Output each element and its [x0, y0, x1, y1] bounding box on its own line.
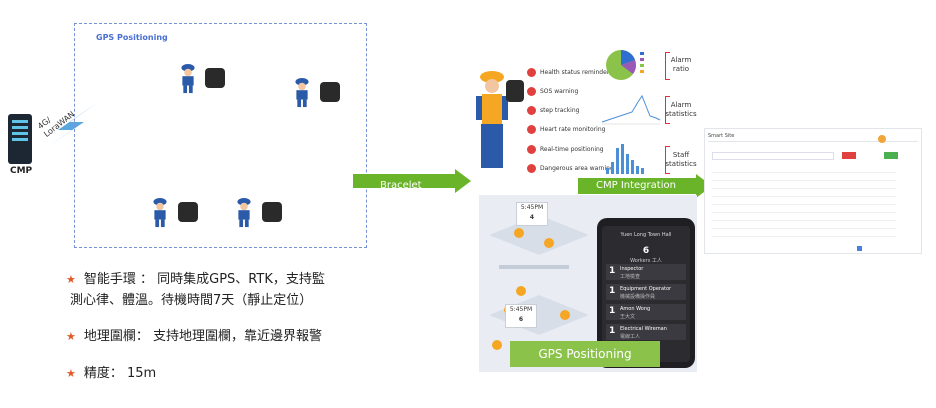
- star-icon: ★: [66, 367, 76, 380]
- worker-icon: [295, 78, 309, 108]
- dashboard-button: [842, 152, 856, 159]
- dashboard-title: Smart Site: [708, 133, 735, 139]
- phone-list-item: 1 Amon Wong 王大文: [606, 304, 686, 320]
- arrow-label: CMP Integration: [596, 180, 676, 191]
- bullet-geofence: ★地理圍欄： 支持地理圍欄，靠近邊界報警: [66, 329, 323, 344]
- star-icon: ★: [66, 273, 76, 286]
- step-icon: [527, 106, 536, 115]
- phone-list-item: 1 Inspector 工地檢查: [606, 264, 686, 280]
- feature-item: SOS warning: [527, 87, 578, 96]
- cmp-dashboard-screenshot: [704, 128, 922, 254]
- smart-watch-icon: [506, 80, 524, 102]
- feature-item: Heart rate monitoring: [527, 125, 605, 134]
- worker-with-bracelet-illustration: [476, 71, 508, 168]
- dashboard-search-input: [712, 152, 834, 160]
- cmp-integration-arrow: [578, 178, 696, 194]
- smart-watch-icon: [205, 68, 225, 88]
- heart-rate-icon: [527, 125, 536, 134]
- staff-statistics-chart: [606, 144, 644, 174]
- feature-item: Dangerous area warning: [527, 164, 614, 173]
- sos-icon: [527, 87, 536, 96]
- gps-positioning-label: GPS Positioning: [510, 341, 660, 367]
- feature-item: Health status reminder: [527, 68, 609, 77]
- phone-title: Yuen Long Town Hall: [620, 232, 672, 238]
- alarm-ratio-chart: [606, 50, 644, 80]
- alarm-statistics-chart: [601, 94, 661, 125]
- star-icon: ★: [66, 330, 76, 343]
- warning-icon: [527, 164, 536, 173]
- pagination-item: [857, 246, 862, 251]
- phone-count-label: Workers 工人: [630, 258, 662, 264]
- phone-list-item: 1 Equipment Operator 機械設備操作員: [606, 284, 686, 300]
- smart-watch-icon: [320, 82, 340, 102]
- phone-count: 6: [642, 246, 650, 256]
- wireless-link-icon: [46, 102, 98, 148]
- feature-item: Real-time positioning: [527, 145, 604, 154]
- gps-positioning-area: [74, 23, 367, 248]
- worker-icon: [153, 198, 167, 228]
- gps-box-title: GPS Positioning: [96, 33, 168, 42]
- feature-item: step tracking: [527, 106, 579, 115]
- arrow-label: Bracelet: [380, 180, 422, 191]
- health-icon: [527, 68, 536, 77]
- cmp-label: CMP: [10, 166, 33, 176]
- bullet-smart-bracelet: ★智能手環 ： 同時集成GPS、RTK，支持監 測心律、體溫。待機時間7天（靜止…: [66, 272, 325, 308]
- location-icon: [527, 145, 536, 154]
- smart-watch-icon: [262, 202, 282, 222]
- smart-bracelet-arrow: [353, 174, 455, 188]
- worker-icon: [237, 198, 251, 228]
- smart-watch-icon: [178, 202, 198, 222]
- cmp-server-icon: [8, 114, 32, 164]
- arrow-label: Smart: [388, 166, 419, 177]
- worker-icon: [181, 64, 195, 94]
- arrow-head: [455, 169, 471, 193]
- phone-list-item: 1 Electrical Wireman 電線工人: [606, 324, 686, 340]
- avatar: [878, 135, 886, 143]
- bullet-accuracy: ★精度： 15m: [66, 366, 157, 381]
- dashboard-button: [884, 152, 898, 159]
